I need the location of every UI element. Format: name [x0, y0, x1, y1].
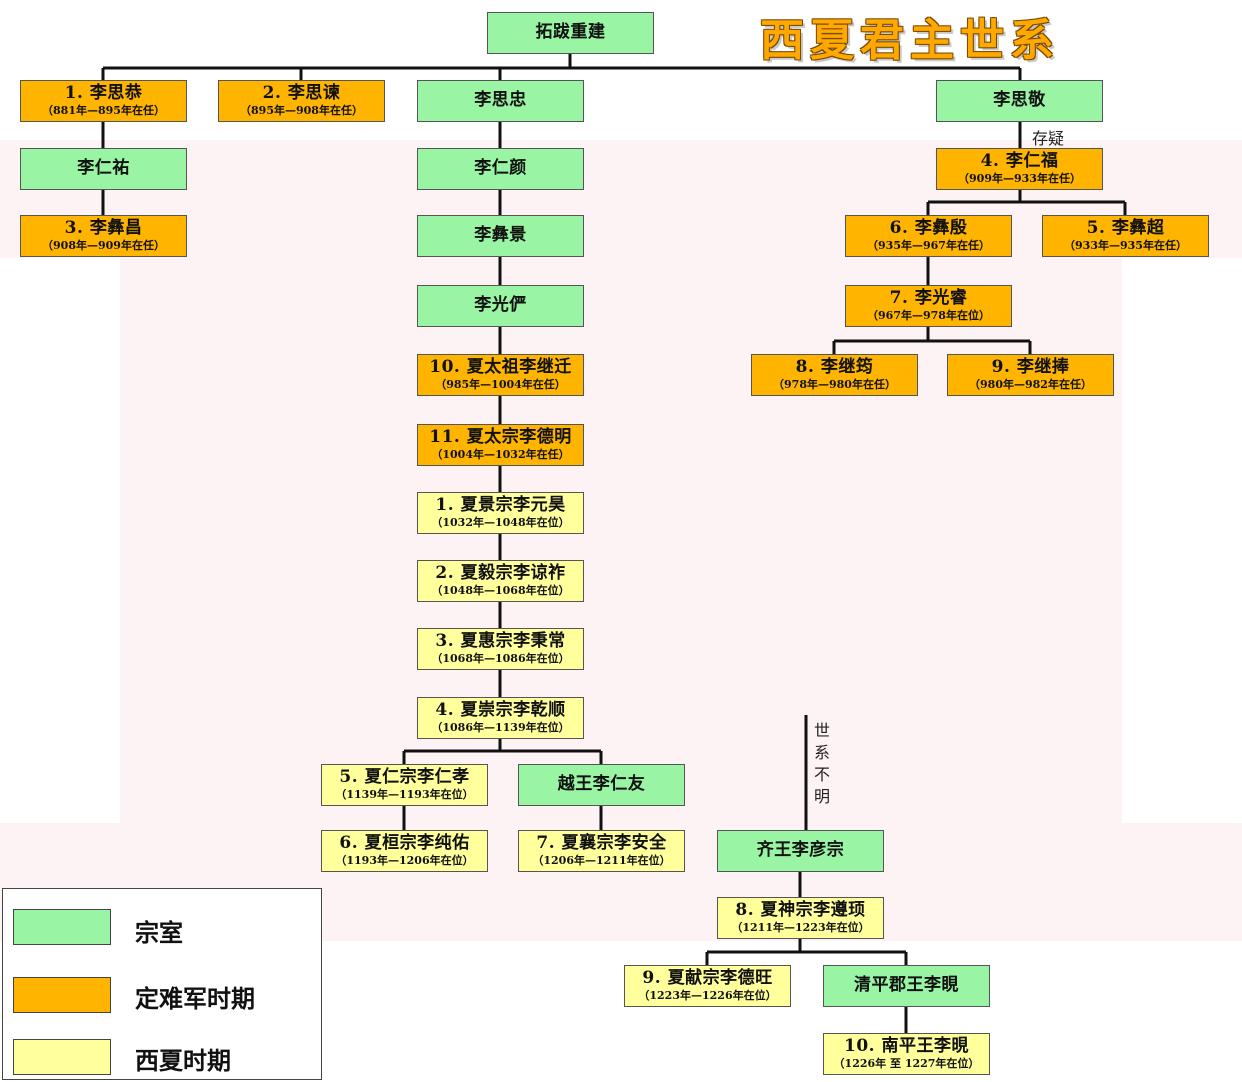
node-name: 11. 夏太宗李德明: [429, 427, 572, 448]
node-name: 李彝景: [474, 225, 527, 246]
node-reign: （967年—978年在位）: [867, 308, 990, 322]
legend-swatch-royal: [13, 909, 111, 945]
node-name: 9. 夏献宗李德旺: [642, 968, 773, 989]
node-reign: （895年—908年在任）: [240, 103, 363, 117]
node-reign: （908年—909年在任）: [42, 238, 165, 252]
node-jiqian: 10. 夏太祖李继迁（985年—1004年在任）: [417, 354, 584, 396]
node-reign: （1032年—1048年在位）: [431, 515, 570, 529]
node-name: 6. 李彝殷: [889, 218, 968, 239]
node-name: 7. 夏襄宗李安全: [536, 833, 667, 854]
node-reign: （978年—980年在任）: [773, 377, 896, 391]
node-yanzong: 齐王李彦宗: [717, 830, 884, 872]
node-renyan: 李仁颜: [417, 148, 584, 190]
node-name: 4. 夏崇宗李乾顺: [435, 700, 566, 721]
node-reign: （1139年—1193年在位）: [335, 787, 474, 801]
node-name: 李思敬: [993, 90, 1046, 111]
node-name: 齐王李彦宗: [756, 840, 845, 861]
node-reign: （933年—935年在任）: [1064, 238, 1187, 252]
node-reign: （1004年—1032年在任）: [431, 447, 570, 461]
node-reign: （1206年—1211年在位）: [532, 853, 671, 867]
node-name: 李思忠: [474, 90, 527, 111]
node-yuanhao: 1. 夏景宗李元昊（1032年—1048年在位）: [417, 492, 584, 534]
node-reign: （1211年—1223年在位）: [731, 920, 870, 934]
node-name: 清平郡王李睍: [854, 975, 959, 996]
node-name: 越王李仁友: [557, 774, 646, 795]
node-reign: （980年—982年在任）: [969, 377, 1092, 391]
node-chunyou: 6. 夏桓宗李纯佑（1193年—1206年在位）: [321, 830, 488, 872]
legend: 宗室 定难军时期 西夏时期: [2, 888, 322, 1080]
node-bingchang: 3. 夏惠宗李秉常（1068年—1086年在位）: [417, 628, 584, 670]
legend-swatch-xixia: [13, 1039, 111, 1075]
node-renfu: 4. 李仁福（909年—933年在任）: [936, 148, 1103, 190]
node-reign: （985年—1004年在任）: [435, 377, 566, 391]
node-reign: （881年—895年在任）: [42, 103, 165, 117]
node-name: 李仁颜: [474, 158, 527, 179]
node-liangzuo: 2. 夏毅宗李谅祚（1048年—1068年在位）: [417, 560, 584, 602]
node-reign: （1226年 至 1227年在位）: [833, 1056, 980, 1070]
node-yichao: 5. 李彝超（933年—935年在任）: [1042, 215, 1209, 257]
node-renyou: 李仁祐: [20, 148, 187, 190]
legend-swatch-dingnan: [13, 977, 111, 1013]
node-name: 9. 李继捧: [991, 357, 1070, 378]
background-band-middle: [120, 258, 1122, 823]
node-name: 4. 李仁福: [980, 151, 1059, 172]
node-qingping: 清平郡王李睍: [823, 965, 990, 1007]
node-reign: （1048年—1068年在位）: [431, 583, 570, 597]
node-name: 10. 夏太祖李继迁: [429, 357, 572, 378]
node-jipeng: 9. 李继捧（980年—982年在任）: [947, 354, 1114, 396]
node-reign: （1086年—1139年在位）: [431, 720, 570, 734]
node-name: 10. 南平王李晛: [844, 1036, 969, 1057]
node-xian: 10. 南平王李晛（1226年 至 1227年在位）: [823, 1033, 990, 1075]
node-name: 李光俨: [474, 295, 527, 316]
node-zunxu: 8. 夏神宗李遵顼（1211年—1223年在位）: [717, 897, 884, 939]
node-name: 拓跋重建: [535, 22, 606, 43]
node-reign: （935年—967年在任）: [867, 238, 990, 252]
node-reign: （1068年—1086年在位）: [431, 651, 570, 665]
note-doubt: 存疑: [1032, 129, 1065, 148]
node-yiyin: 6. 李彝殷（935年—967年在任）: [845, 215, 1012, 257]
node-name: 6. 夏桓宗李纯佑: [339, 833, 470, 854]
node-guangyan: 李光俨: [417, 285, 584, 327]
node-guangrui: 7. 李光睿（967年—978年在位）: [845, 285, 1012, 327]
node-sijian: 2. 李思谏（895年—908年在任）: [218, 80, 385, 122]
node-renxiao: 5. 夏仁宗李仁孝（1139年—1193年在位）: [321, 764, 488, 806]
node-name: 8. 夏神宗李遵顼: [735, 900, 866, 921]
node-name: 3. 夏惠宗李秉常: [435, 631, 566, 652]
legend-label-xixia: 西夏时期: [135, 1046, 231, 1075]
node-deming: 11. 夏太宗李德明（1004年—1032年在任）: [417, 424, 584, 466]
node-name: 5. 夏仁宗李仁孝: [339, 767, 470, 788]
node-sigong: 1. 李思恭（881年—895年在任）: [20, 80, 187, 122]
node-tuoba: 拓跋重建: [487, 12, 654, 54]
node-siqing: 李思敬: [936, 80, 1103, 122]
chart-title: 西夏君主世系: [760, 15, 1060, 66]
legend-label-royal: 宗室: [135, 918, 183, 947]
node-name: 1. 夏景宗李元昊: [435, 495, 566, 516]
node-name: 1. 李思恭: [64, 83, 143, 104]
node-name: 3. 李彝昌: [64, 218, 143, 239]
node-name: 李仁祐: [77, 158, 130, 179]
node-reign: （909年—933年在任）: [958, 171, 1081, 185]
node-name: 8. 李继筠: [795, 357, 874, 378]
node-renyou2: 越王李仁友: [518, 764, 685, 806]
node-yijing: 李彝景: [417, 215, 584, 257]
legend-label-dingnan: 定难军时期: [135, 984, 255, 1013]
node-reign: （1223年—1226年在位）: [638, 988, 777, 1002]
node-name: 7. 李光睿: [889, 288, 968, 309]
node-dewang: 9. 夏献宗李德旺（1223年—1226年在位）: [624, 965, 791, 1007]
node-yichang: 3. 李彝昌（908年—909年在任）: [20, 215, 187, 257]
node-sizhong: 李思忠: [417, 80, 584, 122]
node-jiyun: 8. 李继筠（978年—980年在任）: [751, 354, 918, 396]
note-unknown-lineage: 世系不明: [813, 721, 830, 806]
node-name: 5. 李彝超: [1086, 218, 1165, 239]
node-name: 2. 夏毅宗李谅祚: [435, 563, 566, 584]
node-anquan: 7. 夏襄宗李安全（1206年—1211年在位）: [518, 830, 685, 872]
node-reign: （1193年—1206年在位）: [335, 853, 474, 867]
node-name: 2. 李思谏: [262, 83, 341, 104]
node-qianshun: 4. 夏崇宗李乾顺（1086年—1139年在位）: [417, 697, 584, 739]
